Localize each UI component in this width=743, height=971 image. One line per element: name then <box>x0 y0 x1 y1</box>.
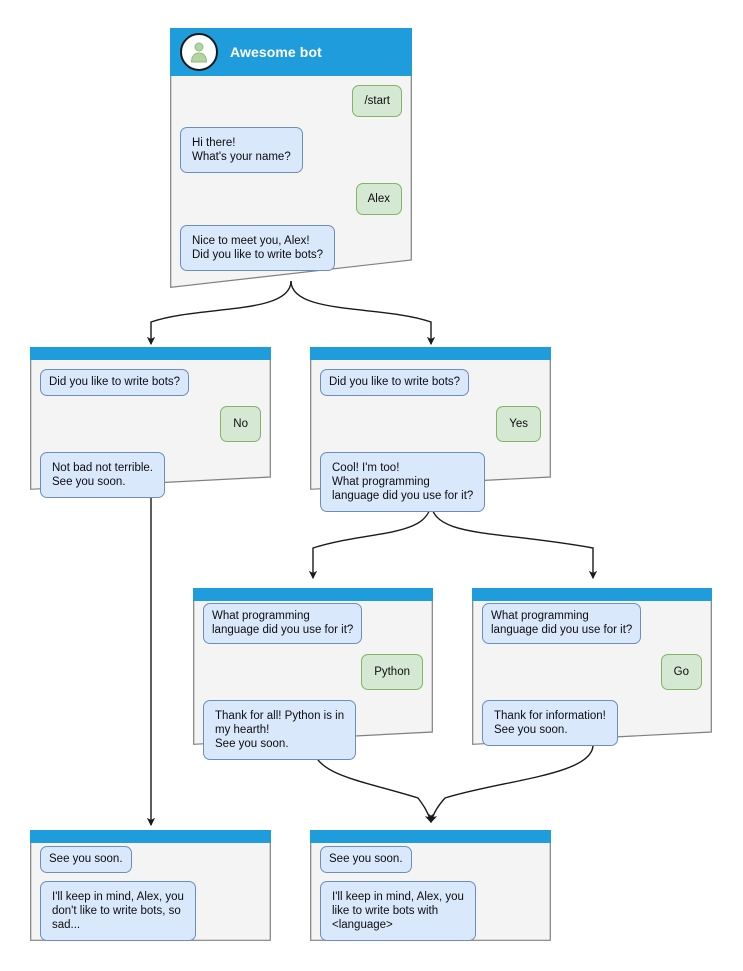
bot-message-bubble[interactable]: Nice to meet you, Alex! Did you like to … <box>180 225 336 271</box>
bot-message-bubble[interactable]: Not bad not terrible. See you soon. <box>40 452 166 498</box>
message-row: Alex <box>180 183 402 215</box>
node-no-branch[interactable]: Did you like to write bots? No Not bad n… <box>30 347 271 498</box>
node-no-branch-header <box>30 347 271 360</box>
user-message-bubble[interactable]: Go <box>660 654 702 690</box>
person-avatar-icon <box>180 33 218 71</box>
bot-message-bubble[interactable]: Did you like to write bots? <box>320 369 470 396</box>
node-root-header: Awesome bot <box>170 28 412 76</box>
node-end-yes[interactable]: See you soon. I'll keep in mind, Alex, y… <box>310 830 551 941</box>
node-root[interactable]: Awesome bot /start Hi there! What's your… <box>170 28 412 288</box>
bot-message-bubble[interactable]: Did you like to write bots? <box>40 369 190 396</box>
message-row: See you soon. <box>320 846 541 873</box>
bot-message-bubble[interactable]: See you soon. <box>320 846 412 873</box>
edge-yes-to-go <box>430 500 598 580</box>
message-row: Hi there! What's your name? <box>180 127 402 173</box>
bot-message-bubble[interactable]: What programming language did you use fo… <box>203 603 363 644</box>
user-message-bubble[interactable]: Python <box>361 654 423 690</box>
node-root-body: /start Hi there! What's your name? Alex … <box>170 76 412 271</box>
user-message-bubble[interactable]: No <box>220 406 261 442</box>
message-row: Go <box>482 654 702 690</box>
bot-message-bubble[interactable]: Thank for all! Python is in my hearth! S… <box>203 700 357 760</box>
edge-yes-to-python <box>308 500 432 580</box>
message-row: No <box>40 406 261 442</box>
edge-go-to-end <box>429 744 594 824</box>
edge-root-to-no <box>146 280 292 346</box>
bot-message-bubble[interactable]: Cool! I'm too! What programming language… <box>320 452 486 512</box>
node-end-no[interactable]: See you soon. I'll keep in mind, Alex, y… <box>30 830 271 941</box>
message-row: Thank for information! See you soon. <box>482 700 702 746</box>
node-yes-branch-body: Did you like to write bots? Yes Cool! I'… <box>310 360 551 512</box>
bot-message-bubble[interactable]: I'll keep in mind, Alex, you don't like … <box>40 881 196 941</box>
node-python-branch-header <box>193 588 433 601</box>
edge-root-to-yes <box>290 280 436 346</box>
message-row: What programming language did you use fo… <box>203 603 423 644</box>
node-yes-branch[interactable]: Did you like to write bots? Yes Cool! I'… <box>310 347 551 512</box>
message-row: /start <box>180 85 402 117</box>
node-go-branch[interactable]: What programming language did you use fo… <box>472 588 712 746</box>
user-message-bubble[interactable]: /start <box>352 85 402 117</box>
node-go-branch-header <box>472 588 712 601</box>
message-row: Did you like to write bots? <box>320 369 541 396</box>
user-message-bubble[interactable]: Yes <box>496 406 541 442</box>
node-end-no-body: See you soon. I'll keep in mind, Alex, y… <box>30 843 271 941</box>
node-python-branch-body: What programming language did you use fo… <box>193 601 433 760</box>
bot-message-bubble[interactable]: Hi there! What's your name? <box>180 127 303 173</box>
node-python-branch[interactable]: What programming language did you use fo… <box>193 588 433 760</box>
message-row: See you soon. <box>40 846 261 873</box>
node-end-no-header <box>30 830 271 843</box>
message-row: I'll keep in mind, Alex, you don't like … <box>40 881 261 941</box>
message-row: Cool! I'm too! What programming language… <box>320 452 541 512</box>
bot-message-bubble[interactable]: What programming language did you use fo… <box>482 603 642 644</box>
bot-message-bubble[interactable]: Thank for information! See you soon. <box>482 700 618 746</box>
message-row: Nice to meet you, Alex! Did you like to … <box>180 225 402 271</box>
message-row: What programming language did you use fo… <box>482 603 702 644</box>
node-end-yes-header <box>310 830 551 843</box>
message-row: Thank for all! Python is in my hearth! S… <box>203 700 423 760</box>
message-row: I'll keep in mind, Alex, you like to wri… <box>320 881 541 941</box>
node-end-yes-body: See you soon. I'll keep in mind, Alex, y… <box>310 843 551 941</box>
user-message-bubble[interactable]: Alex <box>355 183 402 215</box>
message-row: Yes <box>320 406 541 442</box>
node-go-branch-body: What programming language did you use fo… <box>472 601 712 746</box>
message-row: Did you like to write bots? <box>40 369 261 396</box>
node-no-branch-body: Did you like to write bots? No Not bad n… <box>30 360 271 498</box>
bot-message-bubble[interactable]: I'll keep in mind, Alex, you like to wri… <box>320 881 476 941</box>
node-yes-branch-header <box>310 347 551 360</box>
bot-name-label: Awesome bot <box>230 44 322 60</box>
bot-message-bubble[interactable]: See you soon. <box>40 846 132 873</box>
message-row: Not bad not terrible. See you soon. <box>40 452 261 498</box>
message-row: Python <box>203 654 423 690</box>
